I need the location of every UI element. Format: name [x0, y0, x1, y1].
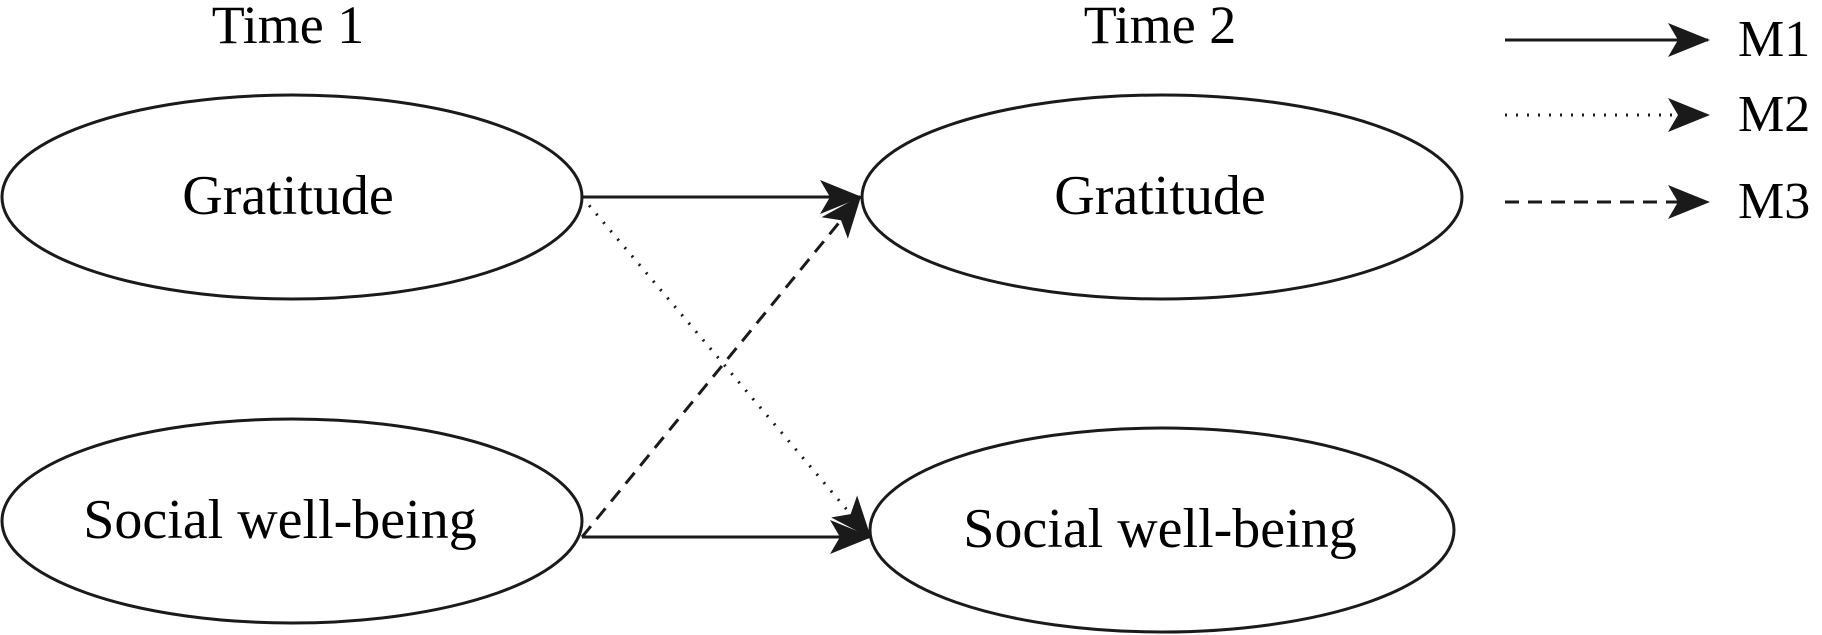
time1-header: Time 1 — [212, 0, 365, 55]
node-t2-gratitude-ellipse — [860, 93, 1464, 301]
node-t1-social: Social well-being — [0, 417, 584, 625]
legend-m3-label: M3 — [1738, 173, 1810, 230]
path-m2-gratitude-to-social — [580, 196, 872, 539]
node-t2-gratitude-label: Gratitude — [1054, 165, 1265, 227]
node-t2-social-label: Social well-being — [963, 498, 1356, 560]
legend-m2-label: M2 — [1738, 86, 1810, 143]
node-t1-gratitude: Gratitude — [0, 93, 584, 301]
node-t1-social-ellipse — [0, 417, 584, 625]
node-t1-gratitude-label: Gratitude — [182, 165, 393, 227]
node-t2-gratitude: Gratitude — [860, 93, 1464, 301]
legend-item-m1: M1 — [1505, 11, 1810, 68]
legend: M1 M2 M3 — [1505, 11, 1810, 230]
legend-item-m3: M3 — [1505, 173, 1810, 230]
legend-item-m2: M2 — [1505, 86, 1810, 143]
node-t2-social: Social well-being — [868, 426, 1456, 634]
legend-m1-label: M1 — [1738, 11, 1810, 68]
path-m3-social-to-gratitude — [580, 195, 862, 538]
node-t1-social-label: Social well-being — [83, 489, 476, 551]
time2-header: Time 2 — [1084, 0, 1237, 55]
